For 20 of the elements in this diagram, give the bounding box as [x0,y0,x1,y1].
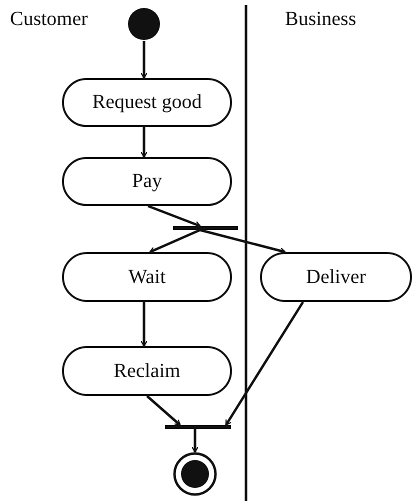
flow-arrow [191,429,199,453]
flow-arrow [140,41,148,79]
flow-arrow [148,204,201,228]
sync-bar [165,425,231,429]
activity-box: Reclaim [62,346,232,396]
swimlane-label: Customer [10,8,88,31]
initial-node [127,7,161,41]
flow-arrow [149,228,200,254]
sync-bar [173,226,238,230]
flow-arrow [200,228,286,254]
flow-arrow [224,301,304,426]
activity-box: Request good [62,78,232,127]
flow-arrow [140,302,148,347]
activity-box: Pay [62,157,232,206]
flow-arrow [146,395,181,426]
swimlane-label: Business [285,8,356,31]
final-node [173,452,217,496]
flow-arrow [140,127,148,158]
activity-box: Deliver [260,252,412,302]
activity-box: Wait [62,252,232,302]
